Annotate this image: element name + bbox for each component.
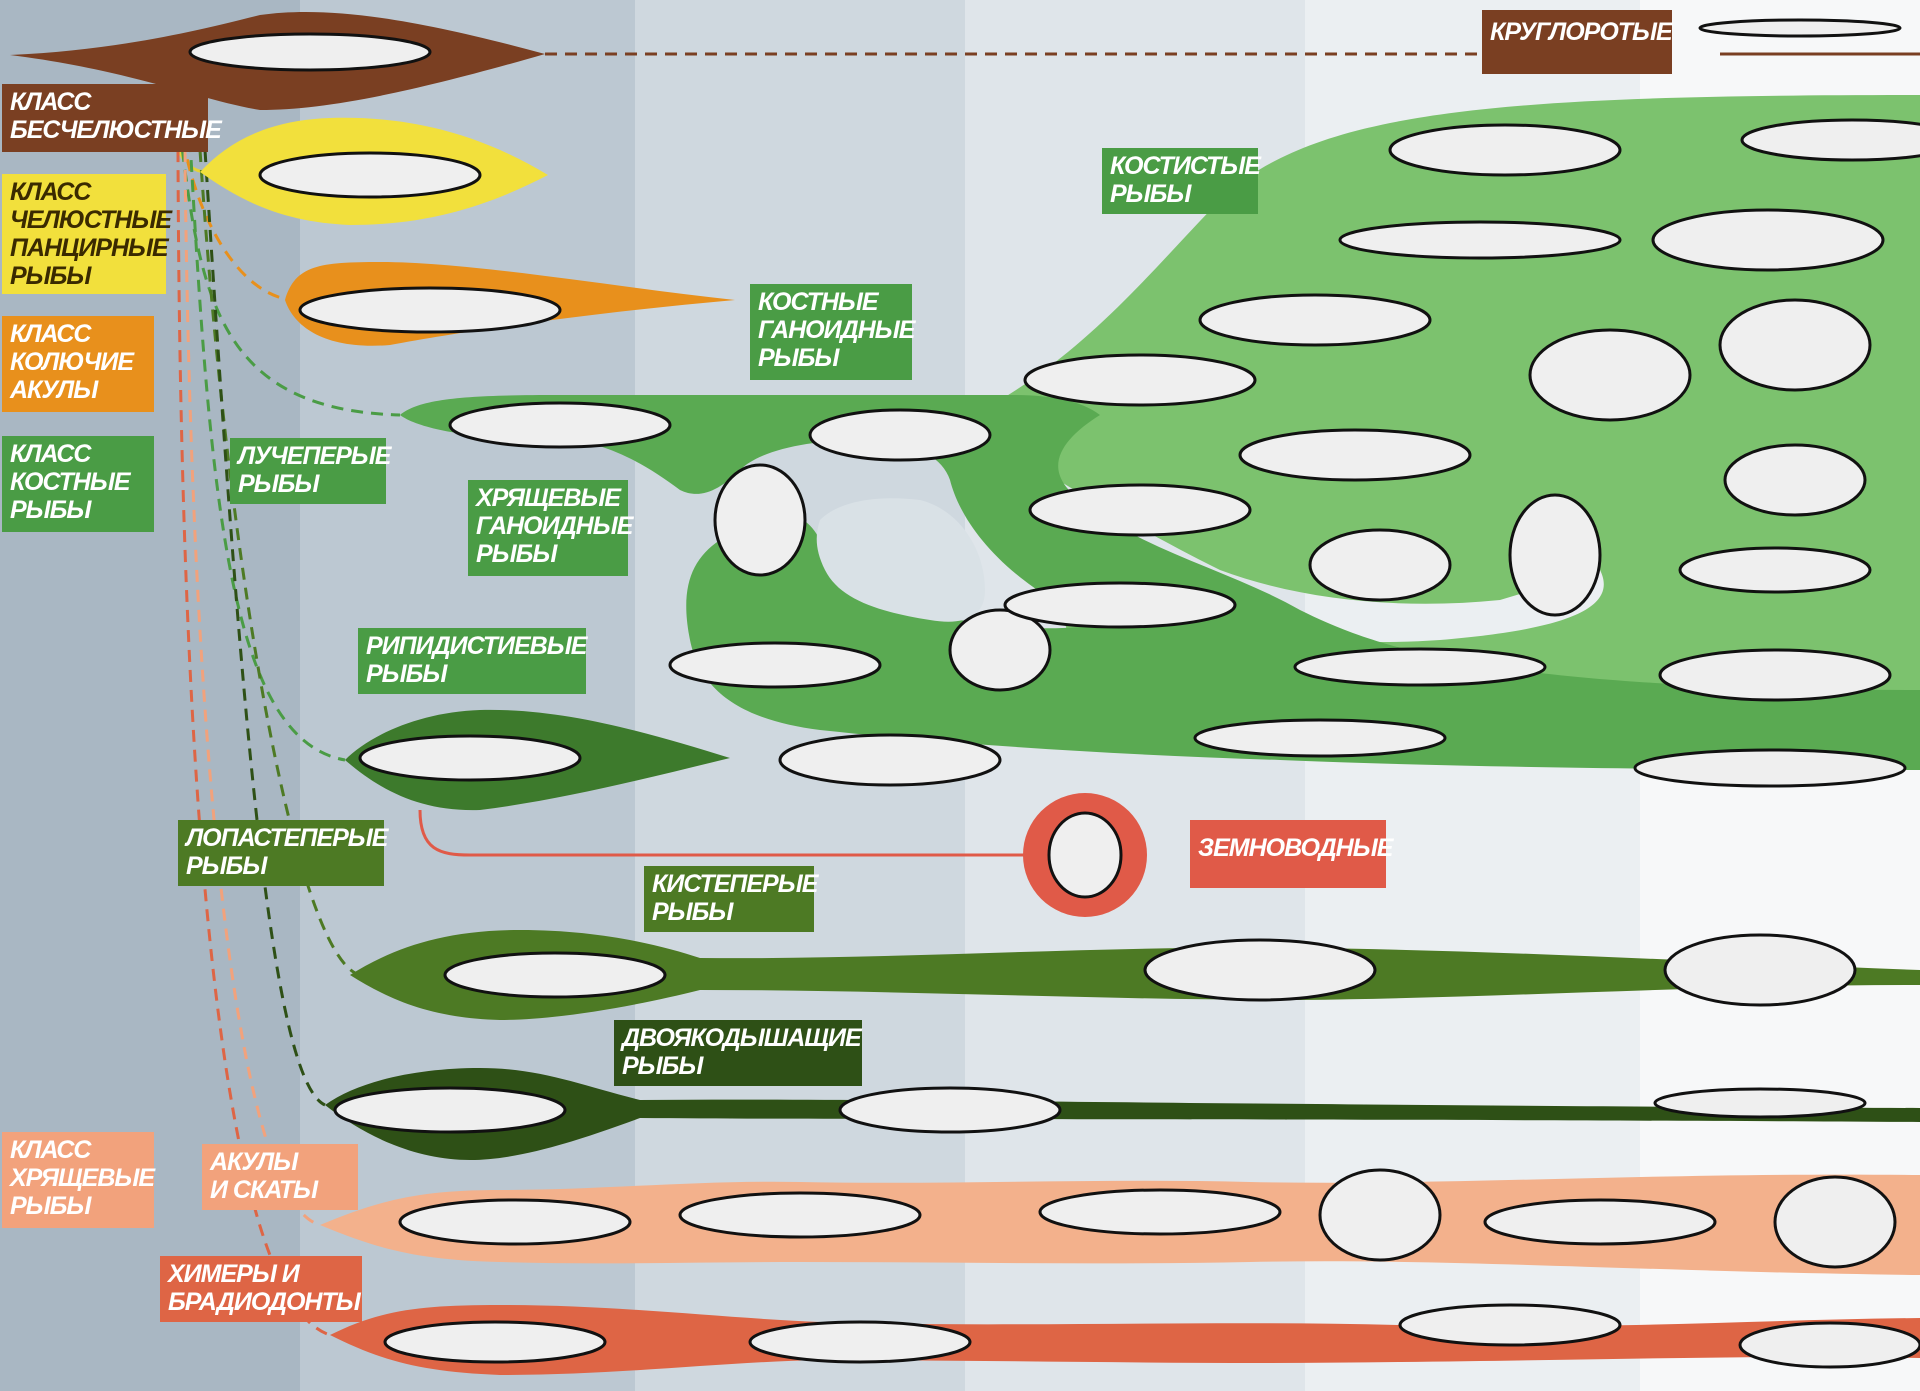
label-cyclostomes: КРУГЛОРОТЫЕ <box>1482 10 1673 74</box>
label-class-placoderms: КЛАСС ЧЕЛЮСТНЫЕ ПАНЦИРНЫЕ РЫБЫ <box>2 174 172 294</box>
fish-shark-2 <box>678 1191 922 1239</box>
fish-ganoid-deep <box>713 463 807 577</box>
label-amphibians: ЗЕМНОВОДНЫЕ <box>1190 820 1393 888</box>
fish-ganoid-3 <box>948 608 1052 692</box>
fish-teleost-1 <box>1023 353 1257 407</box>
fish-teleost-16 <box>1293 647 1547 687</box>
label-chondrostei: ХРЯЩЕВЫЕ ГАНОИДНЫЕ РЫБЫ <box>468 480 633 576</box>
connector-to-dipnoi <box>203 149 326 1107</box>
fish-cyclostome <box>1698 18 1902 38</box>
fish-illustrations <box>188 18 1920 1369</box>
fish-rhipidistian <box>358 734 582 782</box>
connector-to-ray-finned <box>178 129 401 417</box>
label-ray-finned: ЛУЧЕПЕРЫЕ РЫБЫ <box>230 438 392 504</box>
fish-shark-3 <box>1038 1188 1282 1236</box>
connector-to-amphibians <box>418 809 1030 857</box>
fish-teleost-15 <box>1678 546 1872 594</box>
label-chimaeras: ХИМЕРЫ И БРАДИОДОНТЫ <box>160 1256 362 1322</box>
lineage-dipnoi <box>325 1068 1920 1160</box>
fish-sturgeon <box>1633 748 1907 788</box>
fish-ray-1 <box>1318 1168 1442 1262</box>
fish-dipnoan-3 <box>1653 1087 1867 1119</box>
fish-crossopterygian-1 <box>443 951 667 999</box>
fish-shark-1 <box>398 1198 632 1246</box>
fish-teleost-11 <box>1238 428 1472 482</box>
fish-dipnoan-2 <box>838 1086 1062 1134</box>
label-crossopterygii: КИСТЕПЕРЫЕ РЫБЫ <box>644 866 818 932</box>
fish-chimaera-1 <box>383 1320 607 1364</box>
label-class-cartilaginous: КЛАСС ХРЯЩЕВЫЕ РЫБЫ <box>2 1132 155 1228</box>
label-sarcopterygii: ЛОПАСТЕПЕРЫЕ РЫБЫ <box>178 820 388 886</box>
fish-teleost-10 <box>1718 298 1872 392</box>
label-teleostei: КОСТИСТЫЕ РЫБЫ <box>1102 148 1261 214</box>
fish-acanthodian <box>298 286 562 334</box>
lineage-chimaeras <box>330 1305 1920 1375</box>
fish-ray-finned-early <box>448 401 672 449</box>
label-dipnoi: ДВОЯКОДЫШАЩИЕ РЫБЫ <box>614 1020 862 1086</box>
fish-chimaera-4 <box>1738 1321 1920 1369</box>
fish-ganoid-1 <box>808 408 992 462</box>
label-rhipidistia: РИПИДИСТИЕВЫЕ РЫБЫ <box>358 628 587 694</box>
lineage-crossopterygii <box>350 930 1920 1020</box>
fish-teleost-17 <box>1658 648 1892 702</box>
fish-teleost-14 <box>1308 528 1452 602</box>
label-class-bony: КЛАСС КОСТНЫЕ РЫБЫ <box>2 436 154 532</box>
connector-to-rhipidistia <box>188 139 346 762</box>
label-holostei: КОСТНЫЕ ГАНОИДНЫЕ РЫБЫ <box>750 284 915 380</box>
label-sharks-rays: АКУЛЫ И СКАТЫ <box>202 1144 358 1210</box>
fish-teleost-2 <box>1028 483 1252 537</box>
fish-teleost-8 <box>1198 293 1432 347</box>
fish-teleost-12 <box>1723 443 1867 517</box>
fish-crossopterygian-2 <box>1143 938 1377 1002</box>
fish-dipnoan-1 <box>333 1086 567 1134</box>
fish-ganoid-2 <box>668 641 882 689</box>
fish-chimaera-2 <box>748 1320 972 1364</box>
frog-amphibian <box>1047 811 1123 899</box>
fish-teleost-6 <box>1338 220 1622 260</box>
label-class-acanthodians: КЛАСС КОЛЮЧИЕ АКУЛЫ <box>2 316 154 412</box>
fish-teleost-5 <box>1740 118 1920 162</box>
fish-teleost-4 <box>1388 123 1622 177</box>
connector-to-crossopterygii <box>198 149 361 977</box>
fish-teleost-7 <box>1651 208 1885 272</box>
fish-ganoid-4 <box>778 733 1002 787</box>
fish-teleost-9 <box>1528 328 1692 422</box>
ray-finned-gap <box>816 498 985 622</box>
label-class-agnatha: КЛАСС БЕСЧЕЛЮСТНЫЕ <box>2 84 222 152</box>
fish-placoderm <box>258 151 482 199</box>
fish-agnatha <box>188 32 432 72</box>
fish-shark-4 <box>1483 1198 1717 1246</box>
fish-chimaera-3 <box>1398 1303 1622 1347</box>
fish-teleost-13 <box>1508 493 1602 617</box>
fish-ray-2 <box>1773 1175 1897 1269</box>
fish-coelacanth <box>1663 933 1857 1007</box>
fish-teleost-3 <box>1003 581 1237 629</box>
fish-teleost-18 <box>1193 718 1447 758</box>
